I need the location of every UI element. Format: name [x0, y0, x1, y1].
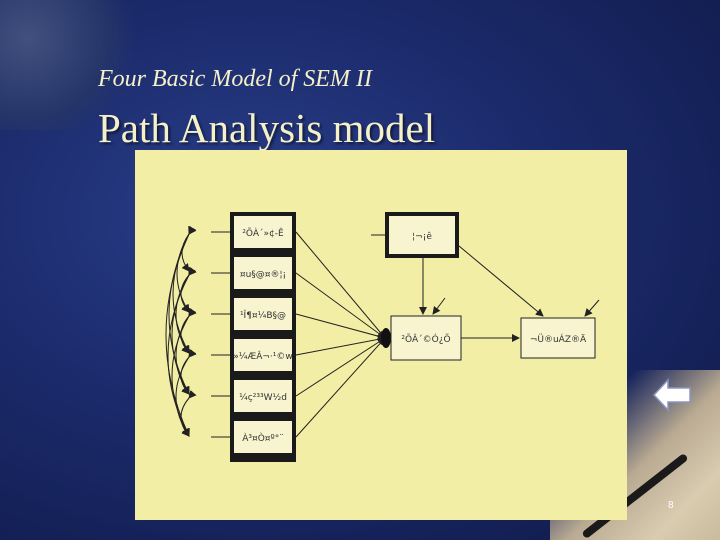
exogenous-box-label: ¹Î¶¤¼B§@	[240, 309, 286, 321]
mediator-box: ²ÕÂ´©Ó¿Õ	[390, 315, 462, 361]
outcome-box: ¬Ü®uÁZ®Ä	[520, 317, 596, 359]
correlation-arcs	[165, 225, 197, 437]
exogenous-box-label: À³¤Ò¤º°¨	[242, 432, 284, 444]
outcome-box-label: ¬Ü®uÁZ®Ä	[530, 333, 587, 345]
path-diagram: ²ÕÀ´»¢-Ê ¤u§@¤®¦¡ ¹Î¶¤¼B§@ »¼ÆÂ¬·¹©w ¼ç²…	[165, 212, 600, 462]
page-number: 8	[668, 500, 674, 511]
path-diagram-panel: ²ÕÀ´»¢-Ê ¤u§@¤®¦¡ ¹Î¶¤¼B§@ »¼ÆÂ¬·¹©w ¼ç²…	[135, 150, 627, 520]
exogenous-box-6: À³¤Ò¤º°¨	[234, 421, 292, 453]
exogenous-column-frame	[230, 212, 296, 462]
mediator-box-label: ²ÕÂ´©Ó¿Õ	[401, 333, 450, 345]
slide-subtitle: Four Basic Model of SEM II	[98, 66, 372, 92]
exogenous-stubs	[211, 231, 230, 438]
background-decoration	[0, 0, 140, 130]
exogenous-box-1: ²ÕÀ´»¢-Ê	[234, 216, 292, 248]
arrow-convergence-node	[381, 328, 391, 348]
top-box: ¦¬¡ê	[389, 216, 455, 254]
back-arrow-icon[interactable]	[652, 376, 692, 414]
top-box-label: ¦¬¡ê	[412, 231, 432, 242]
exogenous-box-4: »¼ÆÂ¬·¹©w	[233, 339, 293, 371]
structural-paths	[419, 245, 600, 342]
exogenous-box-label: ¤u§@¤®¦¡	[240, 270, 286, 280]
exogenous-box-label: ²ÕÀ´»¢-Ê	[242, 227, 284, 239]
slide-title: Path Analysis model	[98, 105, 436, 151]
exogenous-paths	[295, 231, 386, 438]
exogenous-box-label: »¼ÆÂ¬·¹©w	[233, 350, 293, 362]
exogenous-box-label: ¼ç²³³W½d	[239, 393, 287, 403]
exogenous-box-2: ¤u§@¤®¦¡	[234, 257, 292, 289]
exogenous-box-3: ¹Î¶¤¼B§@	[234, 298, 292, 330]
exogenous-box-5: ¼ç²³³W½d	[234, 380, 292, 412]
